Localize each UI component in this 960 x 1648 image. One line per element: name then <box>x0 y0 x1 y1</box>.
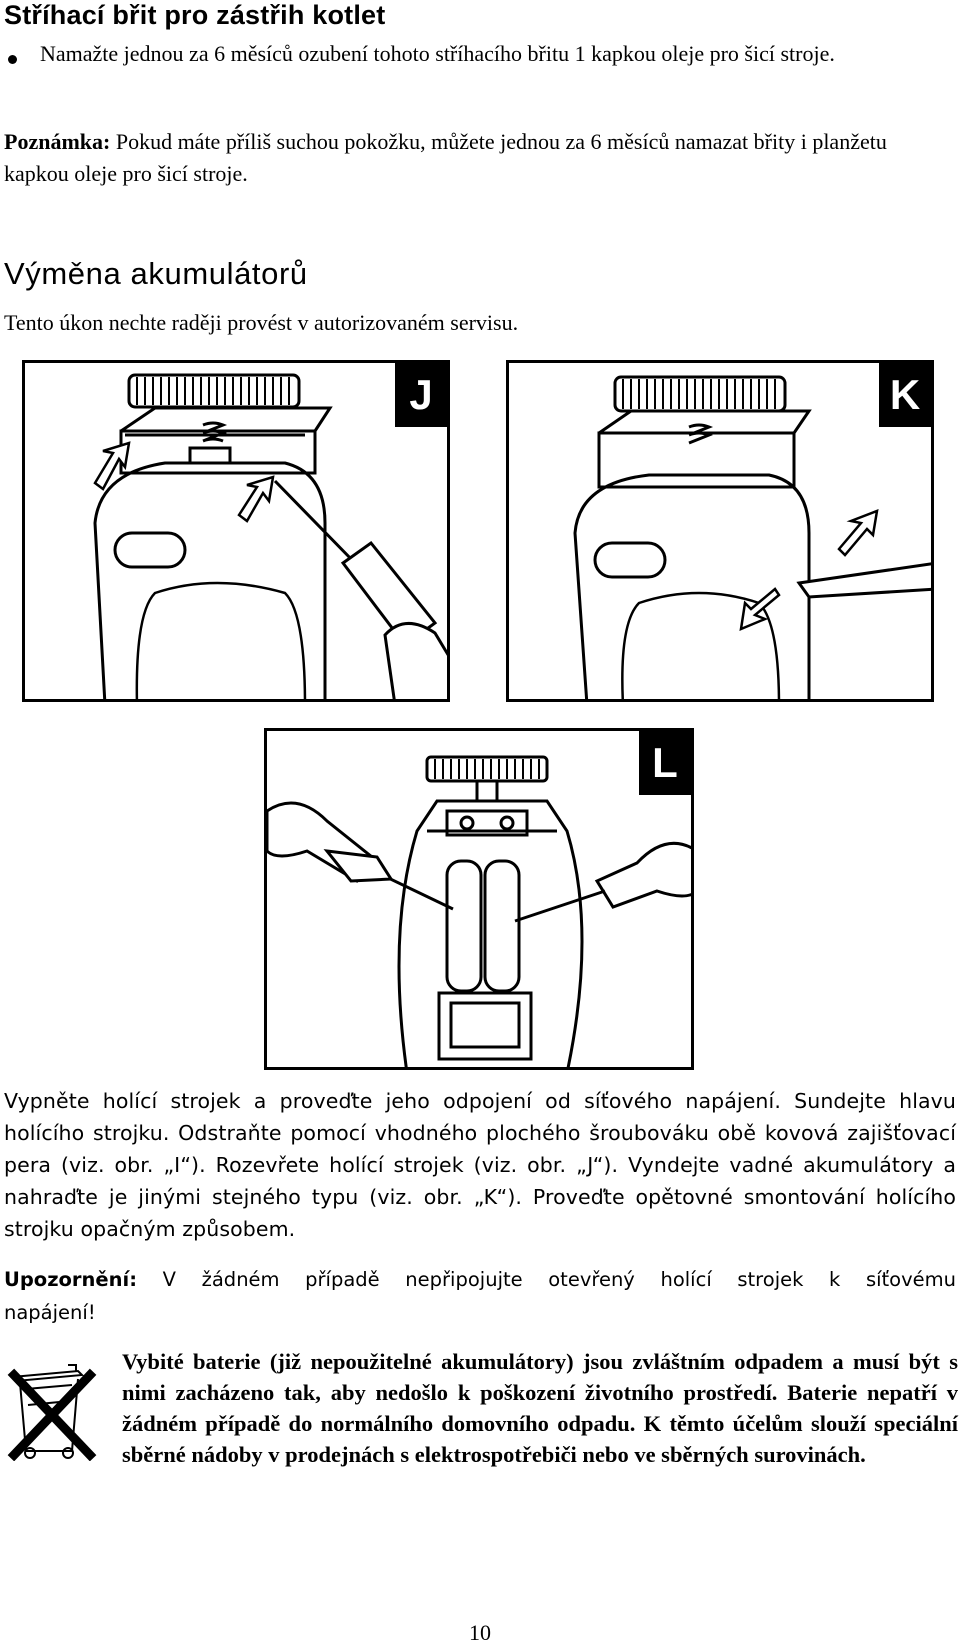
screwdriver-icon <box>514 841 691 923</box>
section-title-trimmer: Stříhací břit pro zástřih kotlet <box>4 0 386 30</box>
arrow-icon <box>93 441 275 523</box>
figure-k: K <box>506 360 934 702</box>
page-number: 10 <box>469 1620 491 1645</box>
screwdriver-icon <box>273 479 447 699</box>
crossed-out-wheelie-bin-icon <box>6 1355 106 1462</box>
warning-paragraph: Upozornění: V žádném případě nepřipojujt… <box>4 1263 956 1329</box>
note-paragraph: Poznámka: Pokud máte příliš suchou pokož… <box>4 126 956 190</box>
warning-label: Upozornění: <box>4 1268 138 1291</box>
bullet-text: Namažte jednou za 6 měsíců ozubení tohot… <box>40 41 835 66</box>
warning-text: V žádném případě nepřipojujte otevřený h… <box>4 1268 956 1324</box>
bullet-icon <box>8 55 17 64</box>
note-label: Poznámka: <box>4 129 111 154</box>
figure-label-l: L <box>639 731 691 795</box>
instructions-paragraph: Vypněte holící strojek a proveďte jeho o… <box>4 1089 956 1241</box>
shaver-illustration-l <box>267 755 691 1067</box>
shaver-illustration-j <box>93 373 447 699</box>
intro-text: Tento úkon nechte raději provést v autor… <box>4 310 519 335</box>
figure-label-j: J <box>395 363 447 427</box>
note-text: Pokud máte příliš suchou pokožku, můžete… <box>4 129 887 186</box>
figure-l: L <box>264 728 694 1070</box>
figure-label-k: K <box>879 363 931 427</box>
screwdriver-icon <box>267 801 454 911</box>
shaver-illustration-k <box>573 375 931 699</box>
section-title-battery: Výměna akumulátorů <box>4 256 308 291</box>
figure-j: J <box>22 360 450 702</box>
screwdriver-icon <box>796 562 931 599</box>
battery-disposal-notice: Vybité baterie (již nepoužitelné akumulá… <box>122 1349 958 1467</box>
arrow-icon <box>739 509 879 632</box>
